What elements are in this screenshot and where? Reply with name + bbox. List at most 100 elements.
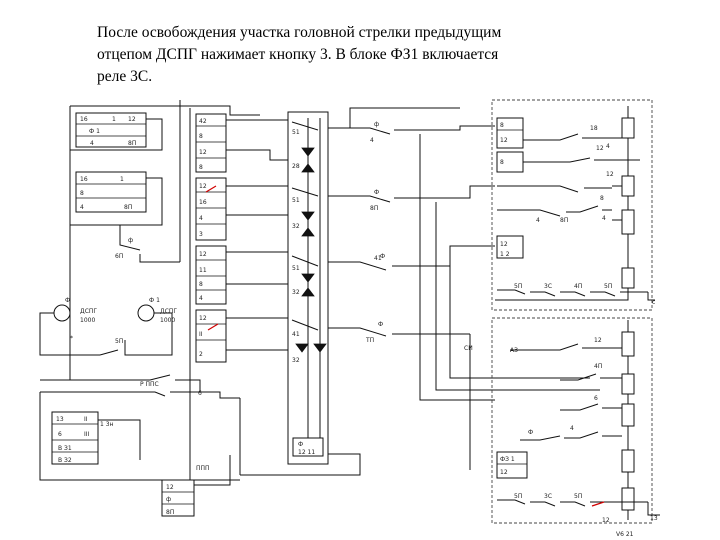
- relay-coil-r7: [621, 403, 635, 427]
- svg-text:ф: ф: [374, 121, 379, 128]
- svg-text:12: 12: [594, 337, 602, 344]
- caption-line-3: реле 3С.: [97, 68, 153, 85]
- svg-text:8: 8: [199, 164, 203, 171]
- relay-coil-left: [53, 304, 71, 322]
- svg-text:3С: 3С: [544, 493, 552, 500]
- svg-text:12: 12: [128, 116, 136, 123]
- relay-coil-r5: [621, 331, 635, 357]
- coil-label-f1: Ф 1: [149, 297, 160, 304]
- svg-text:6: 6: [198, 390, 202, 397]
- svg-text:5П: 5П: [604, 283, 612, 290]
- svg-text:8: 8: [199, 133, 203, 140]
- svg-text:12: 12: [606, 171, 614, 178]
- svg-text:1000: 1000: [80, 317, 95, 324]
- svg-text:12: 12: [199, 315, 207, 322]
- relay-block-f1: [75, 112, 147, 148]
- svg-text:5П: 5П: [514, 493, 522, 500]
- relay-block-lower-left: [51, 411, 99, 465]
- relay-coil-r6: [621, 373, 635, 395]
- diode-2: [301, 163, 315, 173]
- svg-text:5П: 5П: [574, 493, 582, 500]
- diode-6: [301, 287, 315, 297]
- relay-label-f1: Ф 1: [89, 128, 100, 135]
- svg-text:1 2: 1 2: [500, 251, 510, 258]
- svg-text:12: 12: [166, 484, 174, 491]
- switch-block-3: [195, 245, 227, 305]
- svg-text:4: 4: [602, 215, 606, 222]
- svg-text:12: 12: [199, 149, 207, 156]
- svg-text:4: 4: [536, 217, 540, 224]
- svg-text:16: 16: [80, 116, 88, 123]
- relay-block-ppp: [161, 479, 195, 517]
- svg-text:16: 16: [199, 199, 207, 206]
- svg-text:ф: ф: [128, 237, 133, 244]
- svg-text:1000: 1000: [160, 317, 175, 324]
- svg-text:Ф: Ф: [528, 429, 533, 436]
- svg-text:1: 1: [120, 176, 124, 183]
- svg-text:4: 4: [90, 140, 94, 147]
- svg-text:ф: ф: [166, 496, 171, 503]
- svg-text:4П: 4П: [574, 283, 582, 290]
- svg-text:12: 12: [596, 145, 604, 152]
- relay-coil-r9: [621, 487, 635, 511]
- dashed-frame-lower: [491, 317, 653, 524]
- svg-text:3С: 3С: [544, 283, 552, 290]
- svg-text:41: 41: [292, 331, 300, 338]
- active-contact-3: [591, 501, 605, 507]
- ppp-label: ППП: [196, 465, 210, 472]
- svg-text:4П: 4П: [594, 363, 602, 370]
- relay-label-vz2: В З2: [58, 457, 72, 464]
- coil-label-f: Ф: [65, 297, 70, 304]
- svg-text:4: 4: [199, 215, 203, 222]
- svg-text:28: 28: [292, 163, 300, 170]
- svg-text:13: 13: [650, 515, 658, 522]
- relay-right-1: [496, 117, 524, 149]
- svg-text:32: 32: [292, 223, 300, 230]
- svg-text:12: 12: [500, 137, 508, 144]
- switch-block-1: [195, 113, 227, 173]
- diode-block-footer: [292, 437, 324, 457]
- dashed-frame-upper: [491, 99, 653, 311]
- svg-text:51: 51: [292, 197, 300, 204]
- svg-text:8П: 8П: [370, 205, 378, 212]
- relay-coil-r4: [621, 267, 635, 289]
- diode-8: [313, 343, 327, 353]
- svg-text:32: 32: [292, 357, 300, 364]
- pull-relay-label: Р ППС: [140, 381, 159, 388]
- svg-text:2: 2: [199, 351, 203, 358]
- svg-text:4: 4: [199, 295, 203, 302]
- diode-4: [301, 227, 315, 237]
- switch-block-4: [195, 309, 227, 363]
- relay-coil-r2: [621, 175, 635, 197]
- corner-mark: V6 21: [616, 531, 634, 538]
- caption-line-1: После освобождения участка головной стре…: [97, 24, 502, 41]
- svg-text:4: 4: [80, 204, 84, 211]
- svg-text:12: 12: [602, 517, 610, 524]
- svg-text:с: с: [652, 299, 655, 306]
- svg-text:8П: 8П: [166, 509, 174, 516]
- svg-text:8П: 8П: [124, 204, 132, 211]
- svg-text:11: 11: [199, 267, 207, 274]
- svg-text:8: 8: [500, 159, 504, 166]
- svg-text:*: *: [70, 335, 73, 342]
- relay-label-vz1: В З1: [58, 445, 72, 452]
- dsp-label-right: ДСПГ: [160, 308, 177, 315]
- slide-caption: После освобождения участка головной стре…: [97, 22, 597, 88]
- svg-text:6: 6: [58, 431, 62, 438]
- svg-text:6П: 6П: [115, 253, 123, 260]
- svg-text:51: 51: [292, 265, 300, 272]
- relay-right-3: [496, 235, 524, 259]
- svg-text:4: 4: [606, 143, 610, 150]
- diode-7: [295, 343, 309, 353]
- svg-text:12: 12: [500, 241, 508, 248]
- svg-text:12: 12: [199, 251, 207, 258]
- caption-line-2: отцепом ДСПГ нажимает кнопку 3. В блоке …: [97, 46, 499, 63]
- svg-text:32: 32: [292, 289, 300, 296]
- svg-text:6: 6: [594, 395, 598, 402]
- active-contact-1: [205, 185, 217, 193]
